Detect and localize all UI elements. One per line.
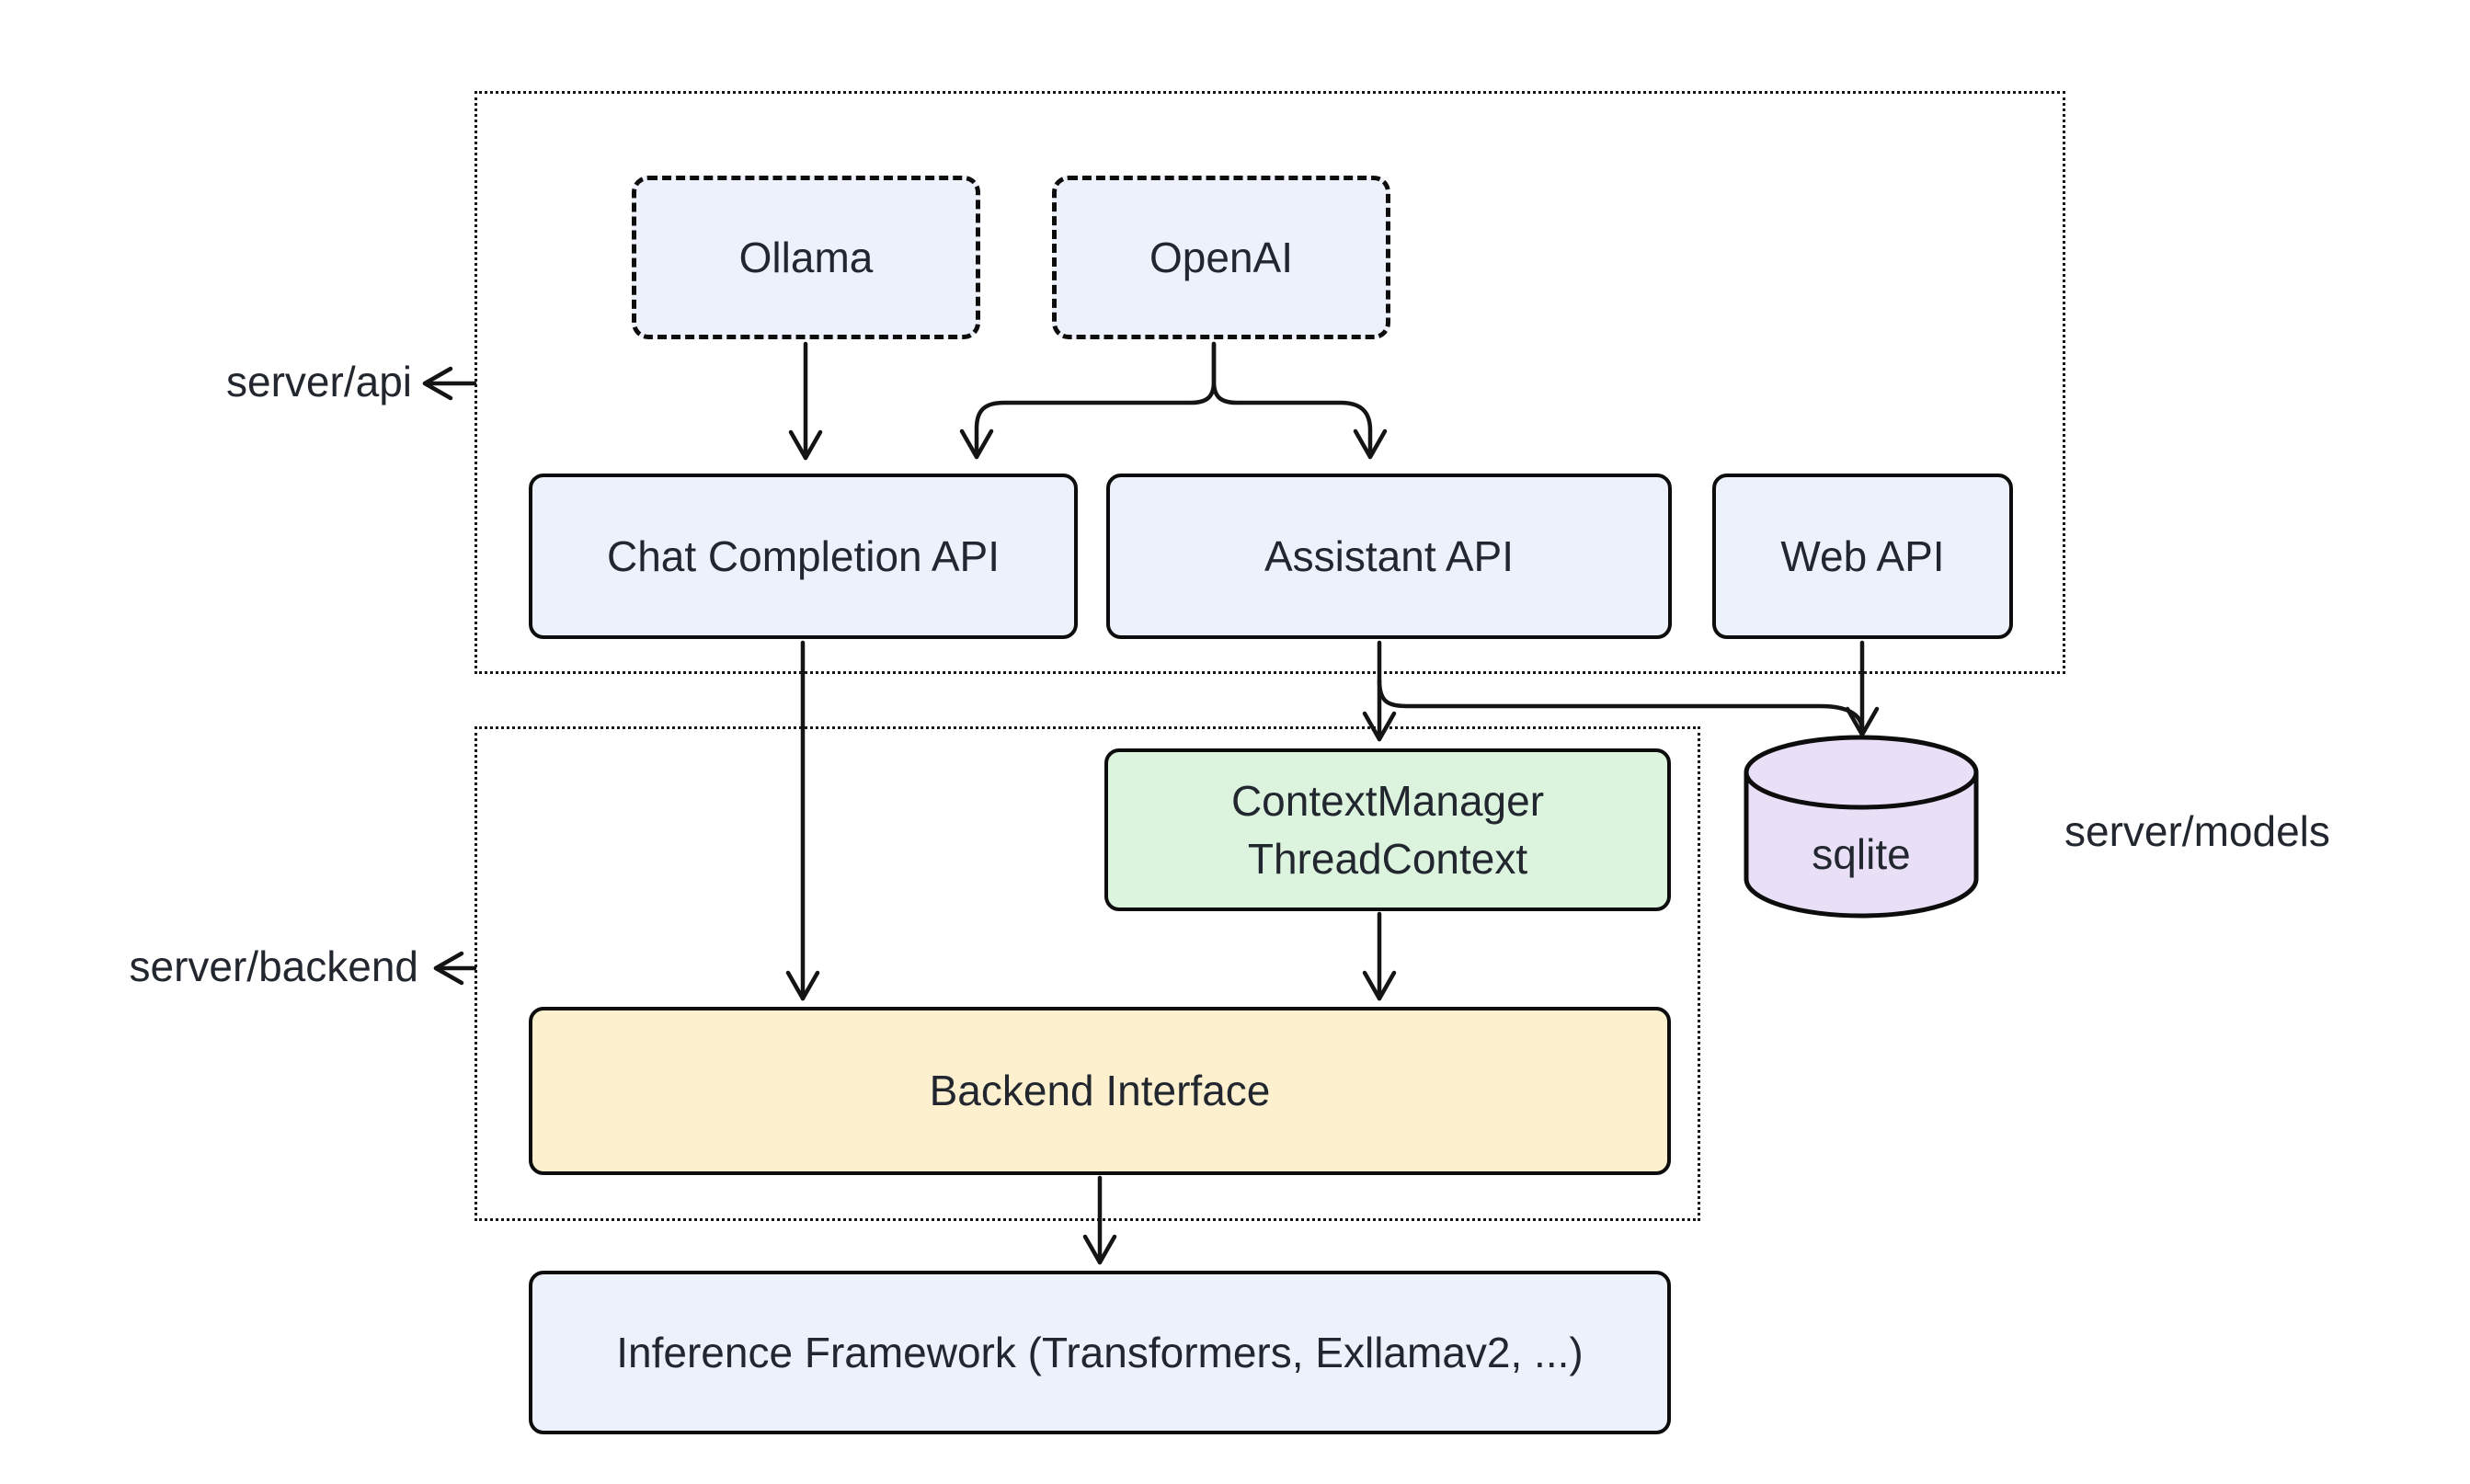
node-backend-interface-label: Backend Interface bbox=[929, 1067, 1271, 1115]
node-openai: OpenAI bbox=[1052, 176, 1390, 339]
node-chat-completion-api-label: Chat Completion API bbox=[606, 531, 1000, 580]
node-web-api-label: Web API bbox=[1780, 531, 1945, 580]
node-openai-label: OpenAI bbox=[1149, 233, 1293, 281]
node-backend-interface: Backend Interface bbox=[529, 1007, 1671, 1175]
node-assistant-api-label: Assistant API bbox=[1264, 531, 1514, 580]
node-chat-completion-api: Chat Completion API bbox=[529, 474, 1078, 639]
cylinder-body bbox=[1744, 772, 1979, 919]
label-server-models: server/models bbox=[2064, 807, 2330, 855]
node-web-api: Web API bbox=[1712, 474, 2013, 639]
node-context-manager-line1: ContextManager bbox=[1230, 777, 1545, 826]
node-context-manager: ContextManager ThreadContext bbox=[1104, 748, 1671, 911]
edge-assistant-api-to-sqlite bbox=[1377, 678, 1865, 733]
node-sqlite-label: sqlite bbox=[1812, 830, 1911, 878]
cylinder-top bbox=[1744, 735, 1979, 810]
node-context-manager-line2: ThreadContext bbox=[1247, 834, 1528, 883]
container-server-backend bbox=[475, 726, 1700, 1221]
node-inference-framework-label: Inference Framework (Transformers, Exlla… bbox=[616, 1328, 1584, 1376]
database-cylinder-icon bbox=[1744, 735, 1979, 919]
label-server-api: server/api bbox=[226, 358, 412, 405]
node-inference-framework: Inference Framework (Transformers, Exlla… bbox=[529, 1271, 1671, 1434]
node-ollama-label: Ollama bbox=[738, 233, 874, 281]
node-ollama: Ollama bbox=[632, 176, 980, 339]
node-assistant-api: Assistant API bbox=[1106, 474, 1672, 639]
label-server-backend: server/backend bbox=[129, 942, 419, 990]
